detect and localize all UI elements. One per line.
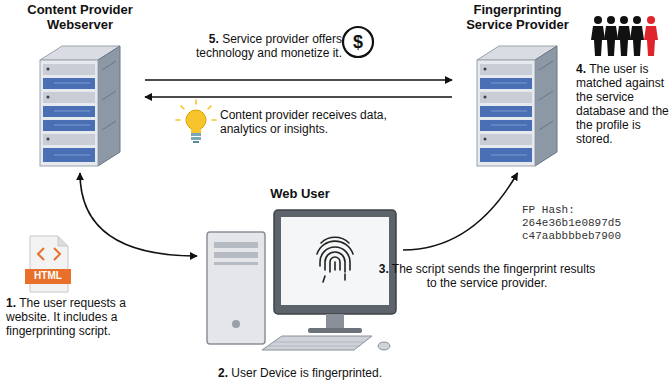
flow-arrow	[403, 173, 518, 250]
callout-number: 2.	[218, 366, 228, 380]
note-text: The script sends the fingerprint results…	[392, 262, 595, 290]
text-group: HTML	[25, 270, 71, 282]
server-node: Web User	[200, 186, 400, 358]
text-group: $	[343, 32, 373, 52]
callout-number: 5.	[209, 32, 219, 46]
text-group: 5. Service provider offers technology an…	[170, 32, 342, 60]
lightbulb	[176, 100, 216, 143]
flow-arrow	[145, 96, 452, 98]
text-group: 4. The user is matched against the servi…	[576, 62, 670, 146]
callout-number: 3.	[379, 262, 389, 276]
callout-number: 1.	[6, 296, 16, 310]
note-text: Content provider receives data, analytic…	[220, 108, 387, 136]
node-heading: Web User	[200, 186, 400, 201]
text-group: 1. The user requests a website. It inclu…	[6, 296, 156, 338]
text-group: FP Hash: 264e36b1e0897d5 c47aabbbbeb7900	[522, 204, 634, 243]
note-text: FP Hash: 264e36b1e0897d5 c47aabbbbeb7900	[522, 204, 621, 242]
note-text: The user requests a website. It includes…	[6, 296, 126, 338]
server-node: Fingerprinting Service Provider	[455, 2, 580, 170]
computer	[207, 210, 396, 350]
callout-number: 4.	[576, 62, 586, 76]
flow-arrow	[80, 173, 197, 256]
node-heading: Fingerprinting Service Provider	[455, 2, 580, 32]
flow-arrow	[145, 79, 452, 81]
html-file-icon	[25, 236, 71, 292]
note-text: $	[353, 32, 363, 52]
note-text: The user is matched against the service …	[576, 62, 669, 146]
text-group: 2. User Device is fingerprinted.	[170, 366, 430, 380]
note-text: User Device is fingerprinted.	[231, 366, 382, 380]
note-text: HTML	[34, 270, 62, 281]
text-group: Content provider receives data, analytic…	[220, 108, 410, 136]
text-group: 3. The script sends the fingerprint resu…	[376, 262, 598, 290]
server-node: Content Provider Webserver	[18, 2, 142, 170]
node-heading: Content Provider Webserver	[18, 2, 142, 32]
